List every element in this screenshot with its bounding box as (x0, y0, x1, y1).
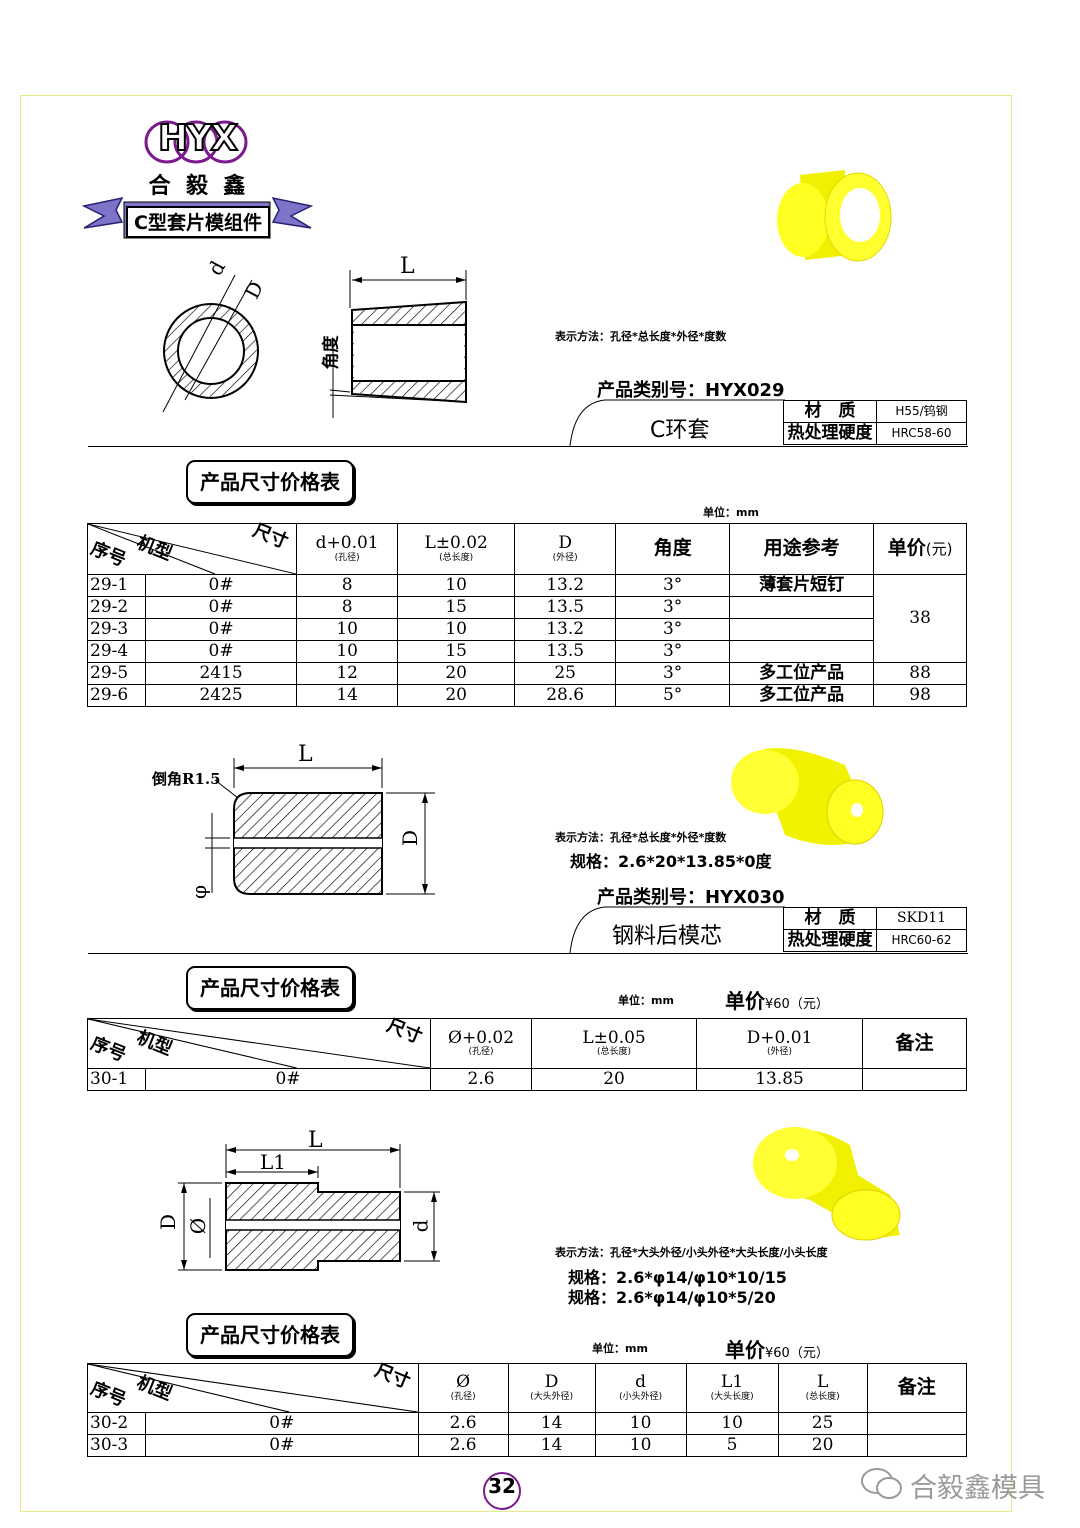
material-label-1: 材 质 (783, 400, 877, 423)
price-table-2: 尺寸 机型 序号 Ø+0.02(孔径) L±0.05(总长度) D+0.01(外… (86, 1015, 967, 1091)
price-table-1: 尺寸 机型 序号 d+0.01(孔径) L±0.02(总长度) D(外径) 角度… (86, 520, 967, 707)
header-d: d(小头外径) (594, 1363, 687, 1413)
table-title-3: 产品尺寸价格表 (186, 1313, 354, 1357)
corner-header-2: 尺寸 机型 序号 (86, 1015, 432, 1069)
header-L: L±0.02(总长度) (397, 523, 516, 575)
page-number: 32 (483, 1472, 521, 1510)
logo-banner-text: C型套片模组件 (126, 206, 270, 238)
material-box-1: 材 质 H55/钨钢 热处理硬度 HRC58-60 (783, 400, 967, 445)
dim3-label-L: L (308, 1128, 323, 1153)
dim3-label-phi: Ø (186, 1217, 211, 1235)
heat-value-1: HRC58-60 (876, 422, 967, 445)
watermark-text: 合毅鑫模具 (910, 1473, 1045, 1504)
stepped-pin-drawing (178, 1144, 440, 1271)
dim2-label-L: L (298, 742, 313, 767)
notation-3: 表示方法：孔径*大头外径/小头外径*大头长度/小头长度 (555, 1246, 828, 1259)
header-L: L±0.05(总长度) (531, 1018, 698, 1069)
category-2: 产品类别号：HYX030 (597, 887, 785, 908)
corner-header-1: 尺寸 机型 序号 (86, 520, 298, 575)
spec-3a: 规格：2.6*φ14/φ10*10/15 (568, 1268, 787, 1287)
c-ring-3d-image (777, 170, 892, 262)
heat-value-2: HRC60-62 (876, 929, 967, 952)
unit-2: 单位：mm (618, 994, 674, 1007)
material-label-2: 材 质 (783, 907, 877, 930)
header-use: 用途参考 (729, 523, 875, 575)
price-table-3: 尺寸 机型 序号 Ø(孔径) D(大头外径) d(小头外径) L1(大头长度) … (87, 1360, 968, 1457)
unit-3: 单位：mm (592, 1342, 648, 1355)
core-pin-drawing (205, 758, 435, 895)
logo-company-name: 合 毅 鑫 (148, 174, 246, 199)
notation-1: 表示方法：孔径*总长度*外径*度数 (555, 330, 727, 343)
header-angle: 角度 (615, 523, 731, 575)
header-note: 备注 (866, 1363, 968, 1413)
material-value-1: H55/钨钢 (876, 400, 967, 423)
header-D: D(外径) (514, 523, 617, 575)
heat-label-2: 热处理硬度 (783, 929, 877, 952)
header-L: L(总长度) (777, 1363, 868, 1413)
header-D: D+0.01(外径) (696, 1018, 864, 1069)
corner-header-3: 尺寸 机型 序号 (87, 1360, 419, 1413)
header-note: 备注 (862, 1018, 967, 1069)
company-logo: HYX 合 毅 鑫 C型套片模组件 (80, 117, 315, 243)
header-phi: Ø(孔径) (417, 1363, 509, 1413)
unit-1: 单位：mm (703, 506, 759, 519)
category-underline-2 (569, 906, 785, 954)
price-label-3: 单价¥60（元） (725, 1334, 829, 1363)
header-D: D(大头外径) (507, 1363, 596, 1413)
price-value-2: ¥60（元） (765, 997, 829, 1012)
dim2-label-chamfer: 倒角R1.5 (152, 770, 221, 788)
product-name-2: 钢料后模芯 (612, 924, 723, 949)
notation-2: 表示方法：孔径*总长度*外径*度数 (555, 831, 727, 844)
product-name-1: C环套 (650, 418, 710, 443)
dim3-label-L1: L1 (260, 1150, 287, 1174)
table-title-2: 产品尺寸价格表 (186, 966, 354, 1010)
header-phi: Ø+0.02(孔径) (430, 1018, 533, 1069)
page-frame (20, 95, 1012, 1512)
price-value-3: ¥60（元） (765, 1346, 829, 1361)
category-underline-1 (569, 399, 785, 447)
material-value-2: SKD11 (876, 907, 967, 930)
logo-letters: HYX (157, 117, 239, 160)
header-d: d+0.01(孔径) (296, 523, 399, 575)
table-title-1: 产品尺寸价格表 (186, 460, 354, 504)
material-box-2: 材 质 SKD11 热处理硬度 HRC60-62 (783, 907, 967, 952)
price-label-2: 单价¥60（元） (725, 985, 829, 1014)
category-1: 产品类别号：HYX029 (597, 380, 785, 401)
stepped-pin-3d-image (753, 1127, 901, 1241)
spec-3b: 规格：2.6*φ14/φ10*5/20 (568, 1288, 776, 1307)
dim-label-L: L (400, 254, 415, 279)
price-label-text-2: 单价 (725, 989, 765, 1013)
header-L1: L1(大头长度) (685, 1363, 779, 1413)
dim3-label-d: d (408, 1219, 433, 1233)
core-pin-3d-image (731, 748, 884, 845)
dim3-label-D: D (156, 1213, 181, 1231)
price-label-text-3: 单价 (725, 1338, 765, 1362)
dim2-label-D: D (398, 829, 423, 847)
dim-label-angle: 角度 (321, 335, 342, 370)
separator-2 (88, 953, 968, 954)
merged-price: 38 (873, 574, 967, 663)
heat-label-1: 热处理硬度 (783, 422, 877, 445)
separator-1 (88, 446, 968, 447)
spec-2: 规格：2.6*20*13.85*0度 (570, 852, 772, 871)
c-ring-drawing (162, 270, 467, 418)
header-price: 单价(元) (873, 523, 967, 575)
wechat-icon (861, 1468, 902, 1499)
dim2-label-phi: φ (187, 884, 212, 900)
